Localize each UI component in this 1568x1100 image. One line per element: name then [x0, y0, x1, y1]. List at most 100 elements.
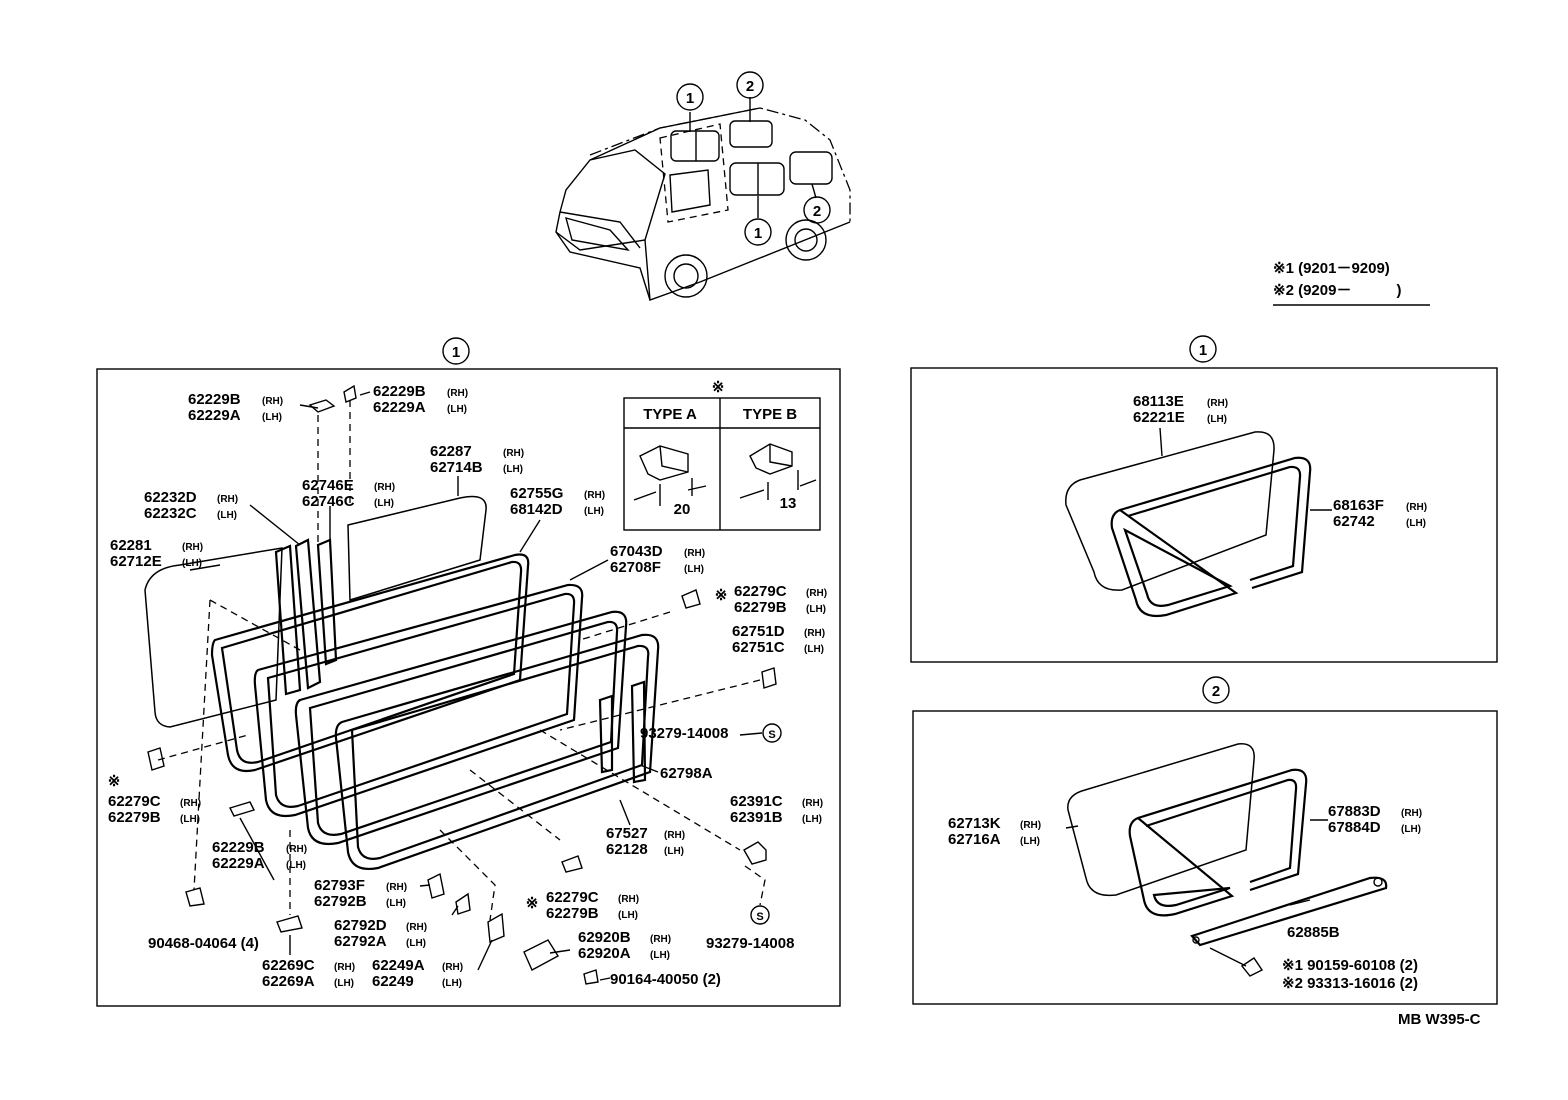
svg-text:(LH): (LH) — [684, 564, 704, 575]
svg-text:※: ※ — [712, 379, 725, 396]
svg-text:2: 2 — [1212, 683, 1220, 700]
svg-text:(RH): (RH) — [180, 798, 201, 809]
right-top-assembly — [1065, 427, 1332, 618]
svg-text:68142D: 68142D — [510, 501, 563, 518]
svg-text:(RH): (RH) — [334, 962, 355, 973]
svg-text:(LH): (LH) — [1207, 414, 1227, 425]
svg-text:62751C: 62751C — [732, 639, 785, 656]
callout-van-1a: 1 — [676, 83, 704, 111]
svg-text:62920A: 62920A — [578, 945, 631, 962]
svg-text:2: 2 — [813, 203, 821, 220]
part-90468: 90468-04064 (4) — [148, 935, 259, 952]
right-bottom-panel-frame — [912, 710, 1498, 1005]
part-62229-top-left: 62229B (RH) 62229A (LH) — [188, 391, 283, 424]
svg-text:62221E: 62221E — [1133, 409, 1185, 426]
part-62792: 62792D (RH) 62792A (LH) — [334, 917, 427, 950]
svg-text:62229B: 62229B — [373, 383, 426, 400]
svg-text:※: ※ — [715, 587, 728, 604]
svg-text:(RH): (RH) — [806, 588, 827, 599]
svg-text:(RH): (RH) — [650, 934, 671, 945]
part-62793: 62793F (RH) 62792B (LH) — [314, 877, 407, 910]
svg-text:(LH): (LH) — [286, 860, 306, 871]
svg-text:(RH): (RH) — [584, 490, 605, 501]
right-bottom-labels: 62713K (RH) 62716A (LH) 67883D (RH) 6788… — [948, 803, 1422, 992]
svg-text:(LH): (LH) — [406, 938, 426, 949]
left-panel-frame — [96, 368, 841, 1007]
svg-text:62792D: 62792D — [334, 917, 387, 934]
svg-text:(RH): (RH) — [1401, 808, 1422, 819]
svg-text:(LH): (LH) — [804, 644, 824, 655]
svg-text:(LH): (LH) — [1406, 518, 1426, 529]
type-inset: ※ TYPE A TYPE B 20 13 — [623, 379, 821, 531]
part-67527: 67527 (RH) 62128 (LH) — [606, 825, 685, 858]
part-68113E: 68113E (RH) 62221E (LH) — [1133, 393, 1228, 426]
svg-text:(RH): (RH) — [182, 542, 203, 553]
svg-text:62279C: 62279C — [734, 583, 787, 600]
svg-text:68163F: 68163F — [1333, 497, 1384, 514]
svg-text:62128: 62128 — [606, 841, 648, 858]
callout-van-1b: 1 — [744, 218, 772, 246]
svg-text:(RH): (RH) — [286, 844, 307, 855]
svg-text:62229B: 62229B — [188, 391, 241, 408]
svg-text:62746E: 62746E — [302, 477, 354, 494]
svg-text:62279B: 62279B — [108, 809, 161, 826]
part-67883D: 67883D (RH) 67884D (LH) — [1328, 803, 1422, 836]
part-bolt-2: ※2 93313-16016 (2) — [1282, 975, 1418, 992]
right-bottom-assembly — [1065, 743, 1388, 977]
svg-text:62920B: 62920B — [578, 929, 631, 946]
svg-text:67527: 67527 — [606, 825, 648, 842]
part-62755: 62755G (RH) 68142D (LH) — [510, 485, 605, 518]
svg-text:62792B: 62792B — [314, 893, 367, 910]
svg-text:(LH): (LH) — [802, 814, 822, 825]
callout-left-panel: 1 — [442, 337, 470, 365]
svg-text:62708F: 62708F — [610, 559, 661, 576]
legend-line-2: ※2 (9209－ ) — [1273, 282, 1401, 299]
van-illustration — [555, 97, 851, 301]
svg-text:62281: 62281 — [110, 537, 152, 554]
part-90164: 90164-40050 (2) — [610, 971, 721, 988]
svg-text:67884D: 67884D — [1328, 819, 1381, 836]
svg-text:(RH): (RH) — [664, 830, 685, 841]
svg-text:(LH): (LH) — [262, 412, 282, 423]
part-62279-left: ※ 62279C (RH) 62279B (LH) — [108, 773, 201, 826]
svg-text:62269A: 62269A — [262, 973, 315, 990]
svg-text:62751D: 62751D — [732, 623, 785, 640]
svg-text:62279C: 62279C — [546, 889, 599, 906]
svg-text:(RH): (RH) — [447, 388, 468, 399]
part-62269: 62269C (RH) 62269A (LH) — [262, 957, 355, 990]
part-bolt-1: ※1 90159-60108 (2) — [1282, 957, 1418, 974]
svg-text:(LH): (LH) — [664, 846, 684, 857]
svg-text:62232C: 62232C — [144, 505, 197, 522]
type-a-label: TYPE A — [643, 406, 697, 423]
svg-text:62742: 62742 — [1333, 513, 1375, 530]
part-62713K: 62713K (RH) 62716A (LH) — [948, 815, 1041, 848]
legend-line-1: ※1 (9201－9209) — [1273, 260, 1390, 277]
part-62391: 62391C (RH) 62391B (LH) — [730, 793, 823, 826]
svg-text:(RH): (RH) — [802, 798, 823, 809]
svg-text:(LH): (LH) — [182, 558, 202, 569]
svg-text:(RH): (RH) — [804, 628, 825, 639]
svg-text:(RH): (RH) — [406, 922, 427, 933]
svg-text:62755G: 62755G — [510, 485, 563, 502]
svg-text:(LH): (LH) — [618, 910, 638, 921]
right-top-panel-frame — [910, 367, 1498, 663]
part-68163F: 68163F (RH) 62742 (LH) — [1333, 497, 1427, 530]
svg-text:※: ※ — [526, 895, 539, 912]
svg-text:(RH): (RH) — [1406, 502, 1427, 513]
part-62746: 62746E (RH) 62746C (LH) — [302, 477, 395, 510]
svg-text:1: 1 — [754, 225, 762, 242]
part-62920: 62920B (RH) 62920A (LH) — [578, 929, 671, 962]
svg-text:(LH): (LH) — [503, 464, 523, 475]
svg-text:62229A: 62229A — [373, 399, 426, 416]
svg-text:(RH): (RH) — [374, 482, 395, 493]
svg-text:(LH): (LH) — [180, 814, 200, 825]
svg-text:(LH): (LH) — [1401, 824, 1421, 835]
part-62229-mid: 62229B (RH) 62229A (LH) — [212, 839, 307, 872]
part-67043: 67043D (RH) 62708F (LH) — [610, 543, 705, 576]
svg-text:62249A: 62249A — [372, 957, 425, 974]
part-62232: 62232D (RH) 62232C (LH) — [144, 489, 238, 522]
svg-text:62279B: 62279B — [734, 599, 787, 616]
svg-text:62714B: 62714B — [430, 459, 483, 476]
svg-text:(LH): (LH) — [1020, 836, 1040, 847]
